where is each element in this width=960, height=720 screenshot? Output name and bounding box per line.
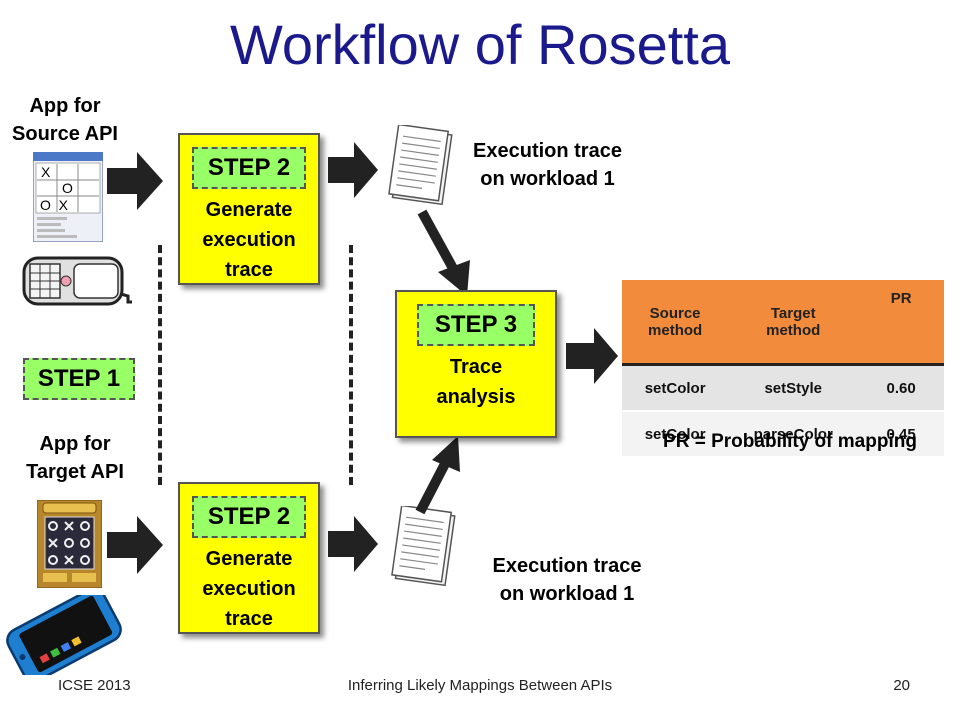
mapping-table: Source method Target method PR setColor …: [622, 280, 944, 456]
source-app-label: App for Source API: [12, 95, 118, 145]
table-cell: 0.45: [858, 411, 944, 456]
ttt-row3: O X: [40, 197, 69, 213]
ttt-row1: X: [41, 164, 51, 180]
smartphone-icon: [4, 587, 126, 683]
step2-bottom-box: STEP 2 Generate execution trace: [178, 482, 320, 634]
trace-bottom-label: Execution trace on workload 1: [492, 555, 642, 605]
block-arrow-icon: [328, 142, 378, 198]
arrow-down-to-step3: [400, 200, 490, 300]
step3-text: Trace analysis: [436, 356, 516, 408]
table-header-target: Target method: [728, 280, 859, 366]
step3-box: STEP 3 Trace analysis: [395, 290, 557, 438]
arrow-up-to-step3: [400, 430, 480, 525]
footer-page-number: 20: [893, 677, 910, 694]
table-cell: setStyle: [728, 364, 859, 412]
dashed-divider-right: [349, 245, 353, 485]
table-row: setColor setStyle 0.60: [622, 364, 944, 412]
step2-bottom-text: Generate execution trace: [202, 548, 296, 630]
step2-top-text: Generate execution trace: [202, 199, 296, 281]
target-app-label: App for Target API: [26, 433, 124, 483]
windows-app-icon: X O O X: [32, 151, 104, 243]
table-cell: setColor: [622, 411, 729, 456]
step2-top-box: STEP 2 Generate execution trace: [178, 133, 320, 285]
block-arrow-icon: [107, 152, 163, 210]
slide-title: Workflow of Rosetta: [229, 13, 731, 76]
table-row: setColor parseColor 0.45: [622, 411, 944, 456]
document-icon: [388, 504, 460, 591]
dashed-divider-left: [158, 245, 162, 485]
pr-caption: PR = Probability of mapping: [663, 431, 917, 452]
table-cell: setColor: [622, 364, 729, 412]
step2-bottom-badge: STEP 2: [192, 496, 306, 538]
step3-badge: STEP 3: [417, 304, 535, 346]
mobile-game-icon: [36, 499, 103, 589]
document-icon: [385, 123, 457, 210]
block-arrow-icon: [566, 328, 618, 384]
footer-conference: ICSE 2013: [58, 677, 131, 694]
block-arrow-icon: [328, 516, 378, 572]
feature-phone-icon: [22, 252, 137, 310]
step1-badge: STEP 1: [23, 358, 135, 400]
block-arrow-icon: [107, 516, 163, 574]
trace-top-label: Execution trace on workload 1: [473, 140, 622, 190]
footer-title: Inferring Likely Mappings Between APIs: [347, 677, 613, 694]
ttt-row2: O: [62, 180, 73, 196]
table-header-pr: PR: [858, 280, 944, 366]
table-cell: 0.60: [858, 364, 944, 412]
step2-top-badge: STEP 2: [192, 147, 306, 189]
table-header-source: Source method: [622, 280, 729, 366]
table-cell: parseColor: [728, 411, 859, 456]
